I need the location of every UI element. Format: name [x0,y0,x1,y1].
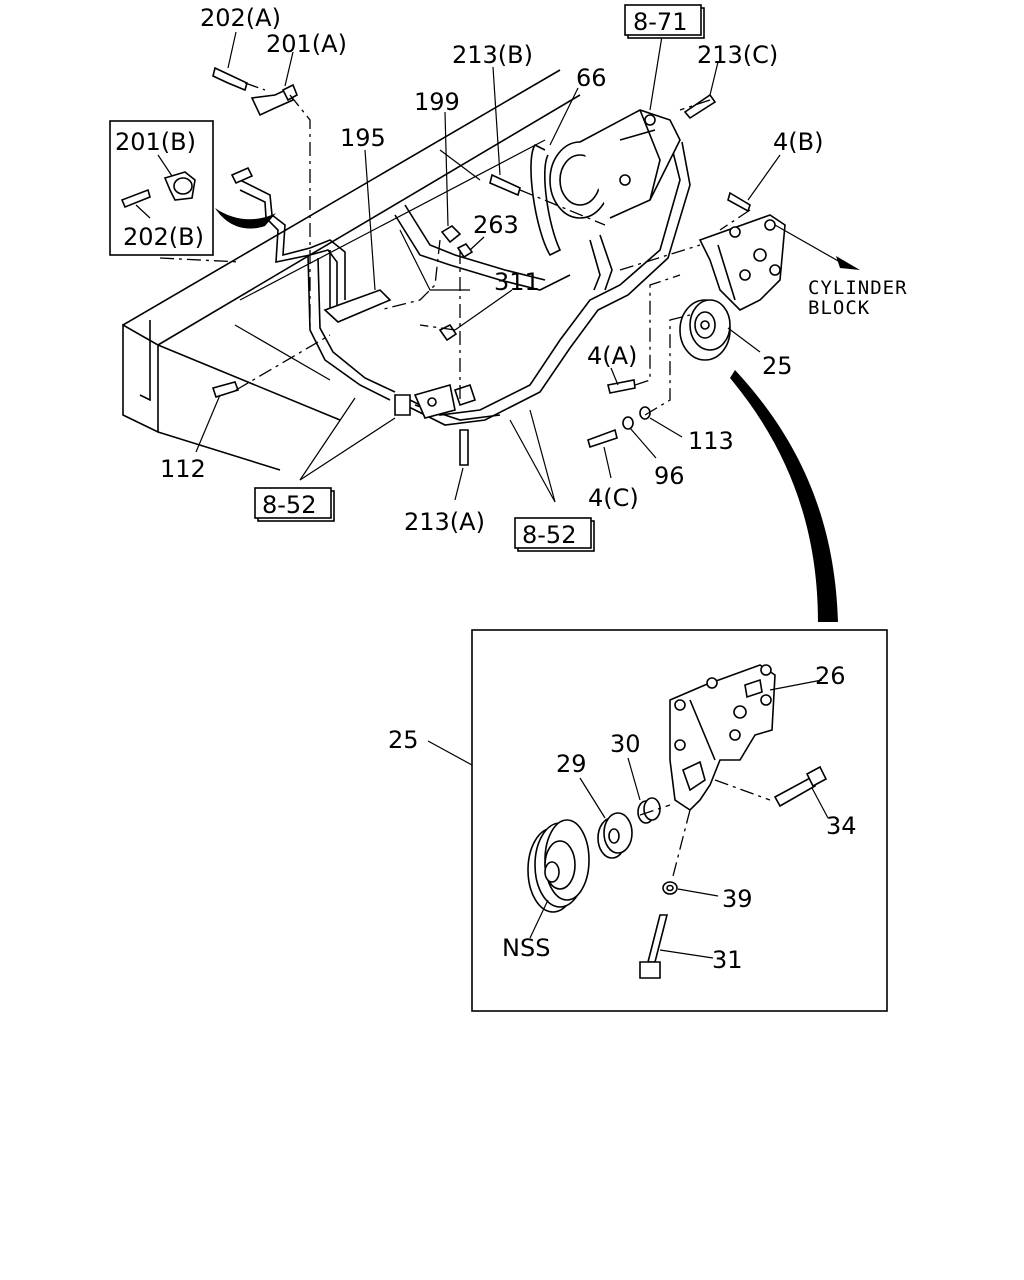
label-25-top: 25 [762,352,793,380]
label-201a: 201(A) [266,30,347,58]
detail-inset-box [471,629,888,1012]
ref-8-71-label: 8-71 [633,8,687,36]
label-213a: 213(A) [404,508,485,536]
label-195: 195 [340,124,386,152]
ref-box-8-71: 8-71 [624,4,705,39]
label-29: 29 [556,750,587,778]
ref-box-8-52-right: 8-52 [514,517,595,552]
label-263: 263 [473,211,519,239]
detail-washer-39 [662,881,678,895]
leader-lines [135,31,781,503]
label-113: 113 [688,427,734,455]
label-112: 112 [160,455,206,483]
clamp-201b [120,171,196,209]
label-202b: 202(B) [123,223,204,251]
clamp-inset-arrow [215,208,276,229]
detail-arrow [730,370,838,622]
label-201b: 201(B) [115,128,196,156]
label-39: 39 [722,885,753,913]
clamp-inset-box [109,120,214,256]
compressor [530,109,681,257]
hydraulic-pipes [239,139,691,426]
fasteners-top [211,66,751,466]
label-199: 199 [414,88,460,116]
label-26: 26 [815,662,846,690]
detail-leaders [529,679,829,959]
detail-spacer-30 [637,797,661,824]
label-30: 30 [610,730,641,758]
detail-25-leader [427,740,473,766]
label-25-detail: 25 [388,726,419,754]
label-block: BLOCK [808,297,870,319]
cylinder-block-arrow [774,224,860,270]
label-31: 31 [712,946,743,974]
ref-box-8-52-left: 8-52 [254,487,335,522]
label-nss: NSS [502,934,550,962]
label-cylinder: CYLINDER [808,277,908,299]
label-4c: 4(C) [588,484,639,512]
label-213b: 213(B) [452,41,533,69]
label-4b: 4(B) [773,128,823,156]
ref-8-52-left-label: 8-52 [262,491,316,519]
label-311: 311 [494,268,540,296]
detail-bracket-26 [669,664,776,812]
detail-pulley [527,819,590,913]
detail-bolt-34 [773,765,828,808]
label-66: 66 [576,64,607,92]
leader-dash-lines [159,82,751,416]
detail-bolt-31 [639,914,669,979]
ref-8-52-right-label: 8-52 [522,521,576,549]
detail-bushing-29 [597,812,633,859]
label-202a: 202(A) [200,4,281,32]
label-4a: 4(A) [587,342,637,370]
pipe-brackets [323,289,477,419]
idler-bracket-top [679,214,786,361]
label-213c: 213(C) [697,41,778,69]
label-96: 96 [654,462,685,490]
label-34: 34 [826,812,857,840]
frame-crossmember [122,69,581,471]
